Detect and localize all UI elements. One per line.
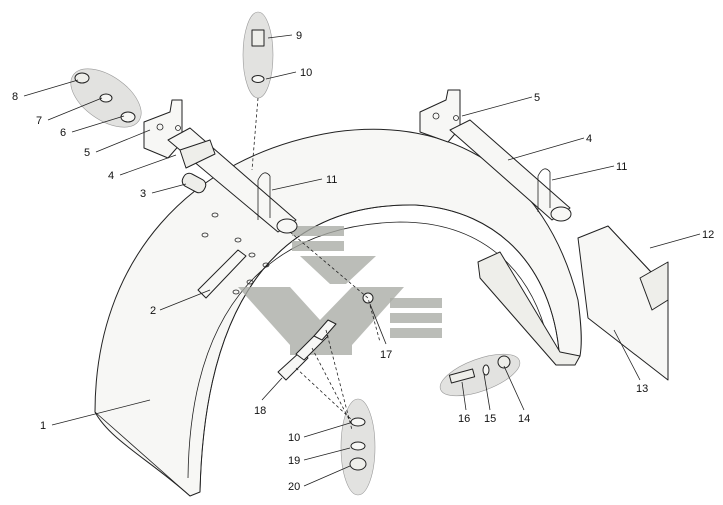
callout-4b: 4 (586, 133, 592, 145)
fastener-oval-left (70, 68, 142, 128)
fastener-oval-top (242, 11, 274, 99)
fastener-oval-right (439, 353, 521, 397)
callout-9: 9 (296, 30, 302, 42)
assembly-lines (251, 97, 381, 431)
callout-15: 15 (484, 413, 496, 425)
fender-holes (201, 212, 270, 295)
callout-16: 16 (458, 413, 470, 425)
mudflap-plate (577, 225, 669, 381)
bolt-17 (362, 292, 374, 304)
clip-brackets (277, 319, 337, 381)
callout-3: 3 (140, 188, 146, 200)
callout-20: 20 (288, 481, 300, 493)
callout-7: 7 (36, 115, 42, 127)
callout-6: 6 (60, 127, 66, 139)
callout-11b: 11 (616, 161, 627, 173)
callout-10a: 10 (300, 67, 312, 79)
callout-1: 1 (40, 420, 46, 432)
callout-2: 2 (150, 305, 156, 317)
callout-14: 14 (518, 413, 530, 425)
callout-19: 19 (288, 455, 300, 467)
callout-8: 8 (12, 91, 18, 103)
callout-5a: 5 (84, 147, 90, 159)
callout-11a: 11 (326, 174, 337, 186)
callout-18: 18 (254, 405, 266, 417)
callout-13: 13 (636, 383, 648, 395)
left-bracket-assembly (143, 99, 298, 234)
right-bracket-assembly (419, 89, 572, 222)
leader-lines (23, 34, 701, 487)
callout-10b: 10 (288, 432, 300, 444)
callout-12: 12 (702, 229, 714, 241)
fender-part (94, 128, 582, 497)
callout-17: 17 (380, 349, 392, 361)
watermark-logo (238, 226, 442, 355)
callout-labels: 1 2 3 4 4 5 5 6 7 8 9 10 10 11 11 12 13 … (12, 30, 714, 493)
callout-4a: 4 (108, 170, 114, 182)
callout-5b: 5 (534, 92, 540, 104)
strip-part (197, 249, 247, 299)
